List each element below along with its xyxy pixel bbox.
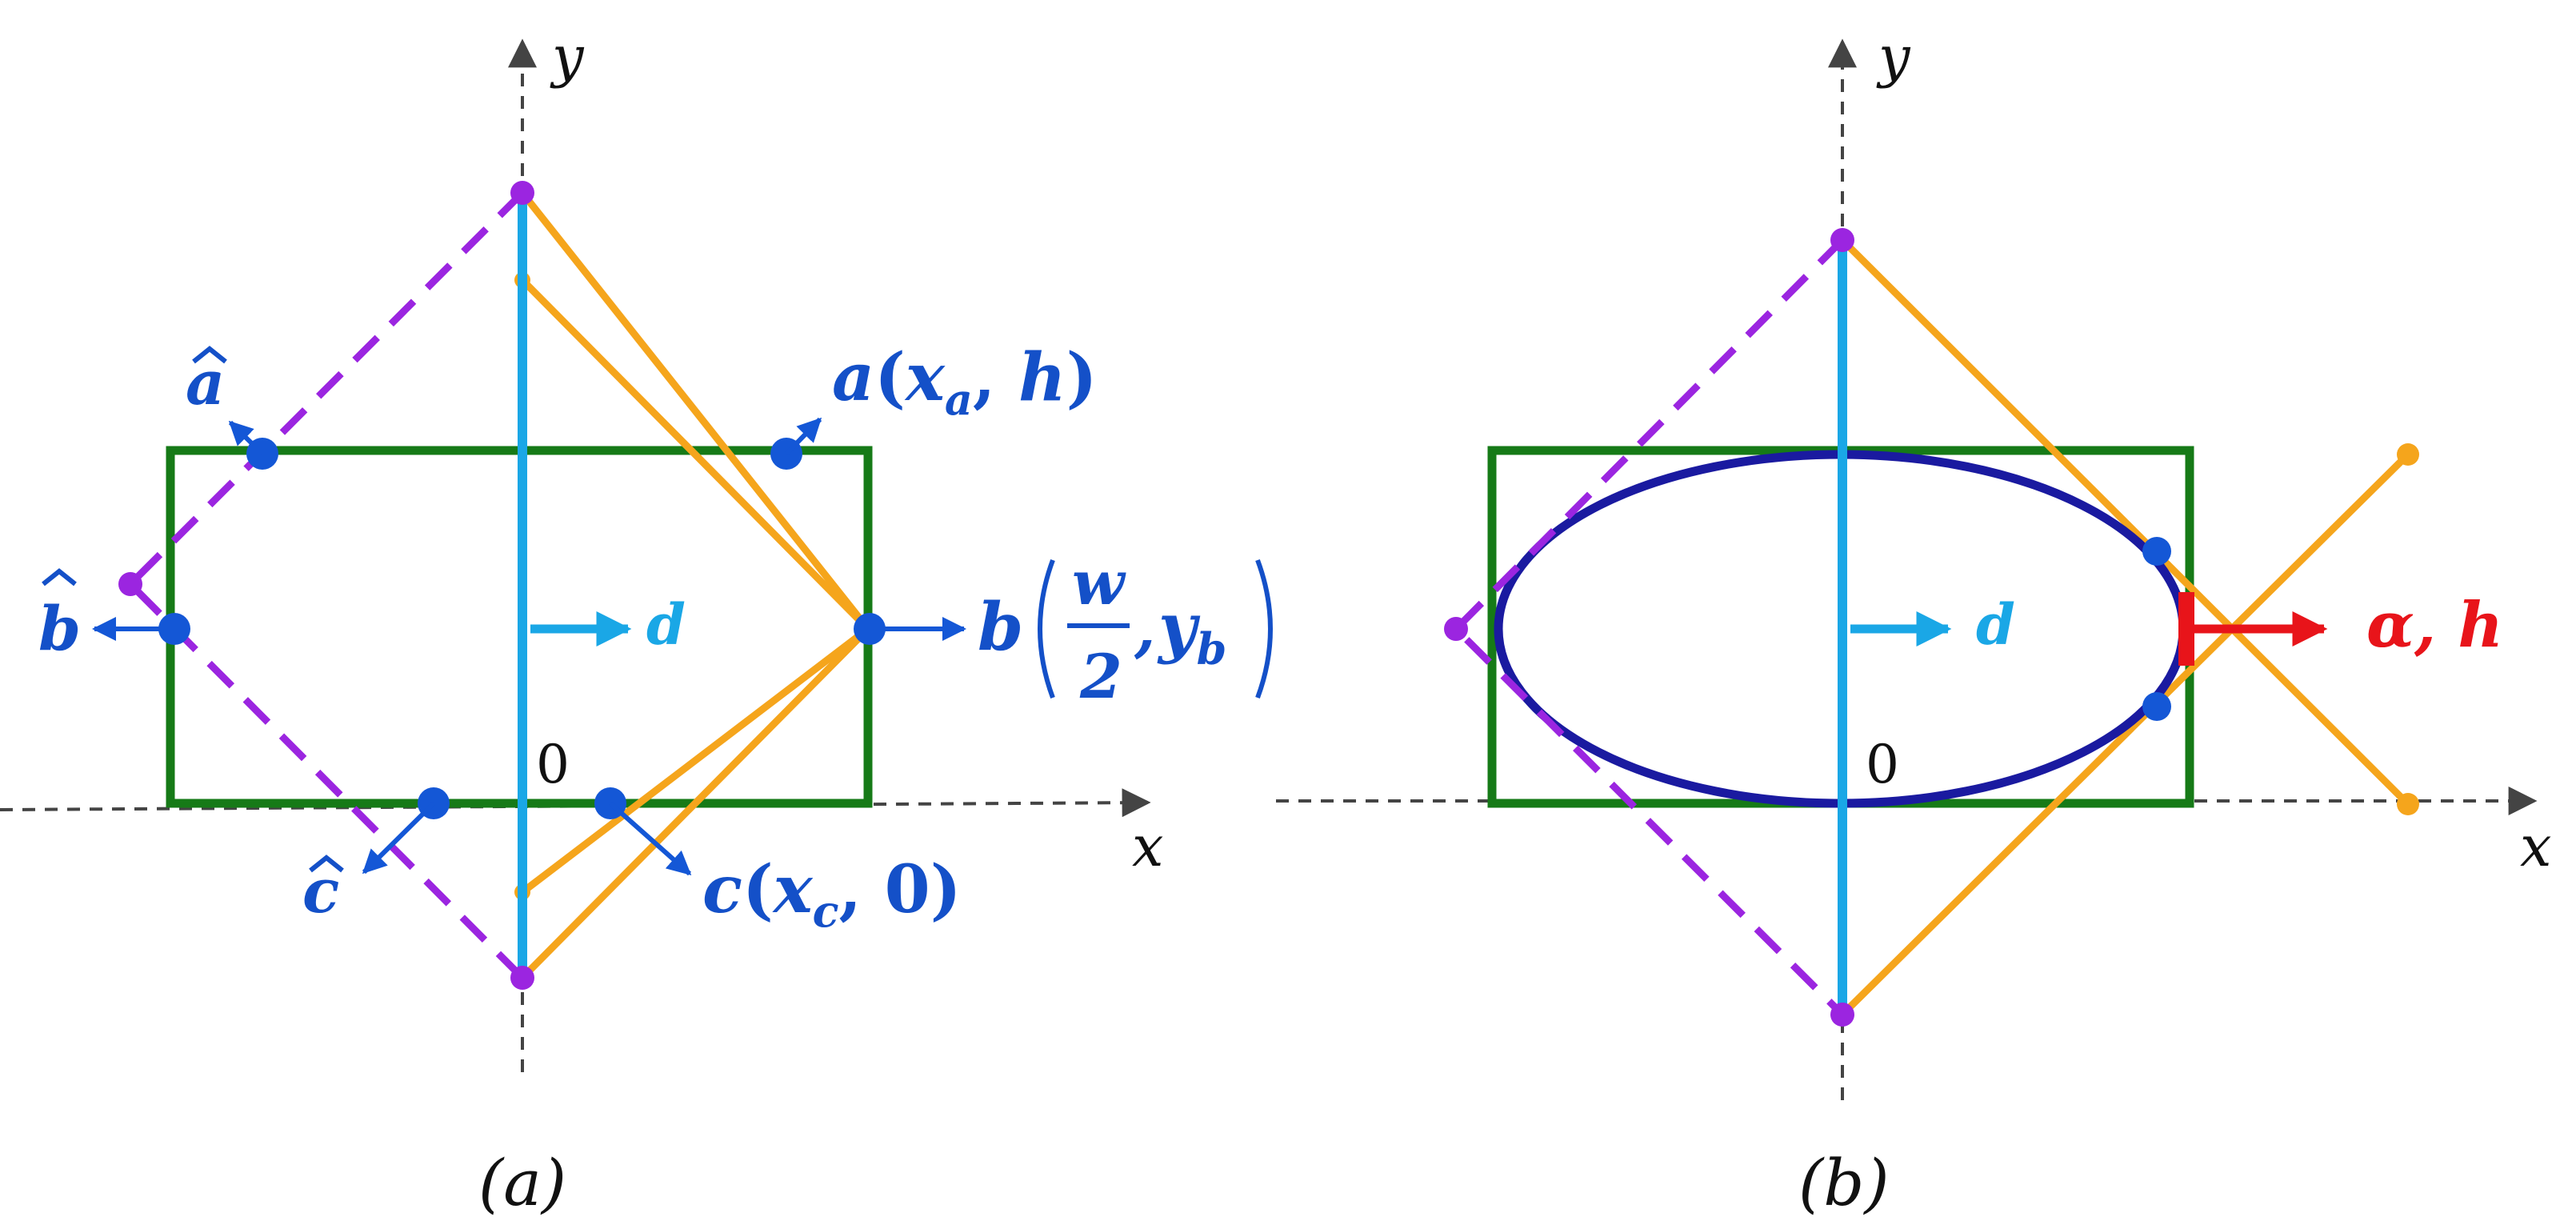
panel-b: d α, h y x 0 (b): [1276, 24, 2551, 1220]
x-axis-a: [0, 788, 1151, 818]
alpha-h-label-b: α, h: [2366, 589, 2503, 662]
svg-text:b: b: [978, 589, 1023, 666]
origin-label-a: 0: [536, 734, 570, 795]
tangent-point-upper-b: [2142, 537, 2171, 566]
purple-dashed-diamond-b: [1450, 237, 1846, 1018]
orange-dot-b2: [2397, 793, 2419, 815]
x-axis-label-b: x: [2520, 814, 2551, 879]
purple-vertex-top-a: [510, 181, 534, 205]
arrow-a-hat: [228, 420, 265, 456]
caption-a: (a): [478, 1146, 566, 1220]
orange-line-up-b: [1839, 451, 2411, 1018]
origin-label-b: 0: [1866, 734, 1899, 795]
svg-text:a: a: [186, 347, 225, 418]
label-a-hat: a: [186, 346, 227, 418]
tangent-point-lower-b: [2142, 692, 2171, 721]
caption-b: (b): [1798, 1146, 1890, 1220]
orange-outer-edge-a: [519, 190, 874, 981]
purple-vertex-bottom-a: [510, 966, 534, 990]
arrow-c-hat: [362, 801, 436, 875]
orange-line-down-b: [1839, 237, 2411, 807]
orange-inner-upper-a: [519, 277, 871, 632]
svg-text:w: w: [1072, 547, 1126, 619]
label-c-point: c(xc, 0): [702, 851, 962, 937]
purple-vertex-top-b: [1830, 228, 1854, 252]
svg-text:,: ,: [1134, 593, 1155, 664]
arrow-c: [609, 801, 692, 876]
purple-vertex-bottom-b: [1830, 1003, 1854, 1027]
svg-text:b: b: [38, 593, 81, 664]
svg-text:yb: yb: [1157, 589, 1226, 675]
y-axis-label-a: y: [550, 24, 585, 90]
label-b-hat: b: [38, 568, 81, 664]
label-b-point: b w 2 , yb: [978, 547, 1273, 712]
label-a-point: a(xa, h): [832, 339, 1097, 425]
d-label-a: d: [646, 591, 686, 658]
orange-inner-lower-a: [520, 626, 870, 895]
panel-a: d a b c a(xa, h): [0, 24, 1273, 1220]
d-label-b: d: [1976, 591, 2015, 658]
label-c-hat: c: [302, 855, 344, 927]
svg-text:2: 2: [1079, 641, 1122, 712]
svg-text:c: c: [302, 855, 339, 927]
purple-vertex-left-a: [118, 572, 142, 596]
x-axis-label-a: x: [1132, 814, 1163, 879]
y-axis-label-b: y: [1876, 24, 1911, 90]
orange-dot-b1: [2397, 443, 2419, 466]
arrow-a: [784, 417, 822, 456]
purple-vertex-left-b: [1444, 617, 1468, 641]
